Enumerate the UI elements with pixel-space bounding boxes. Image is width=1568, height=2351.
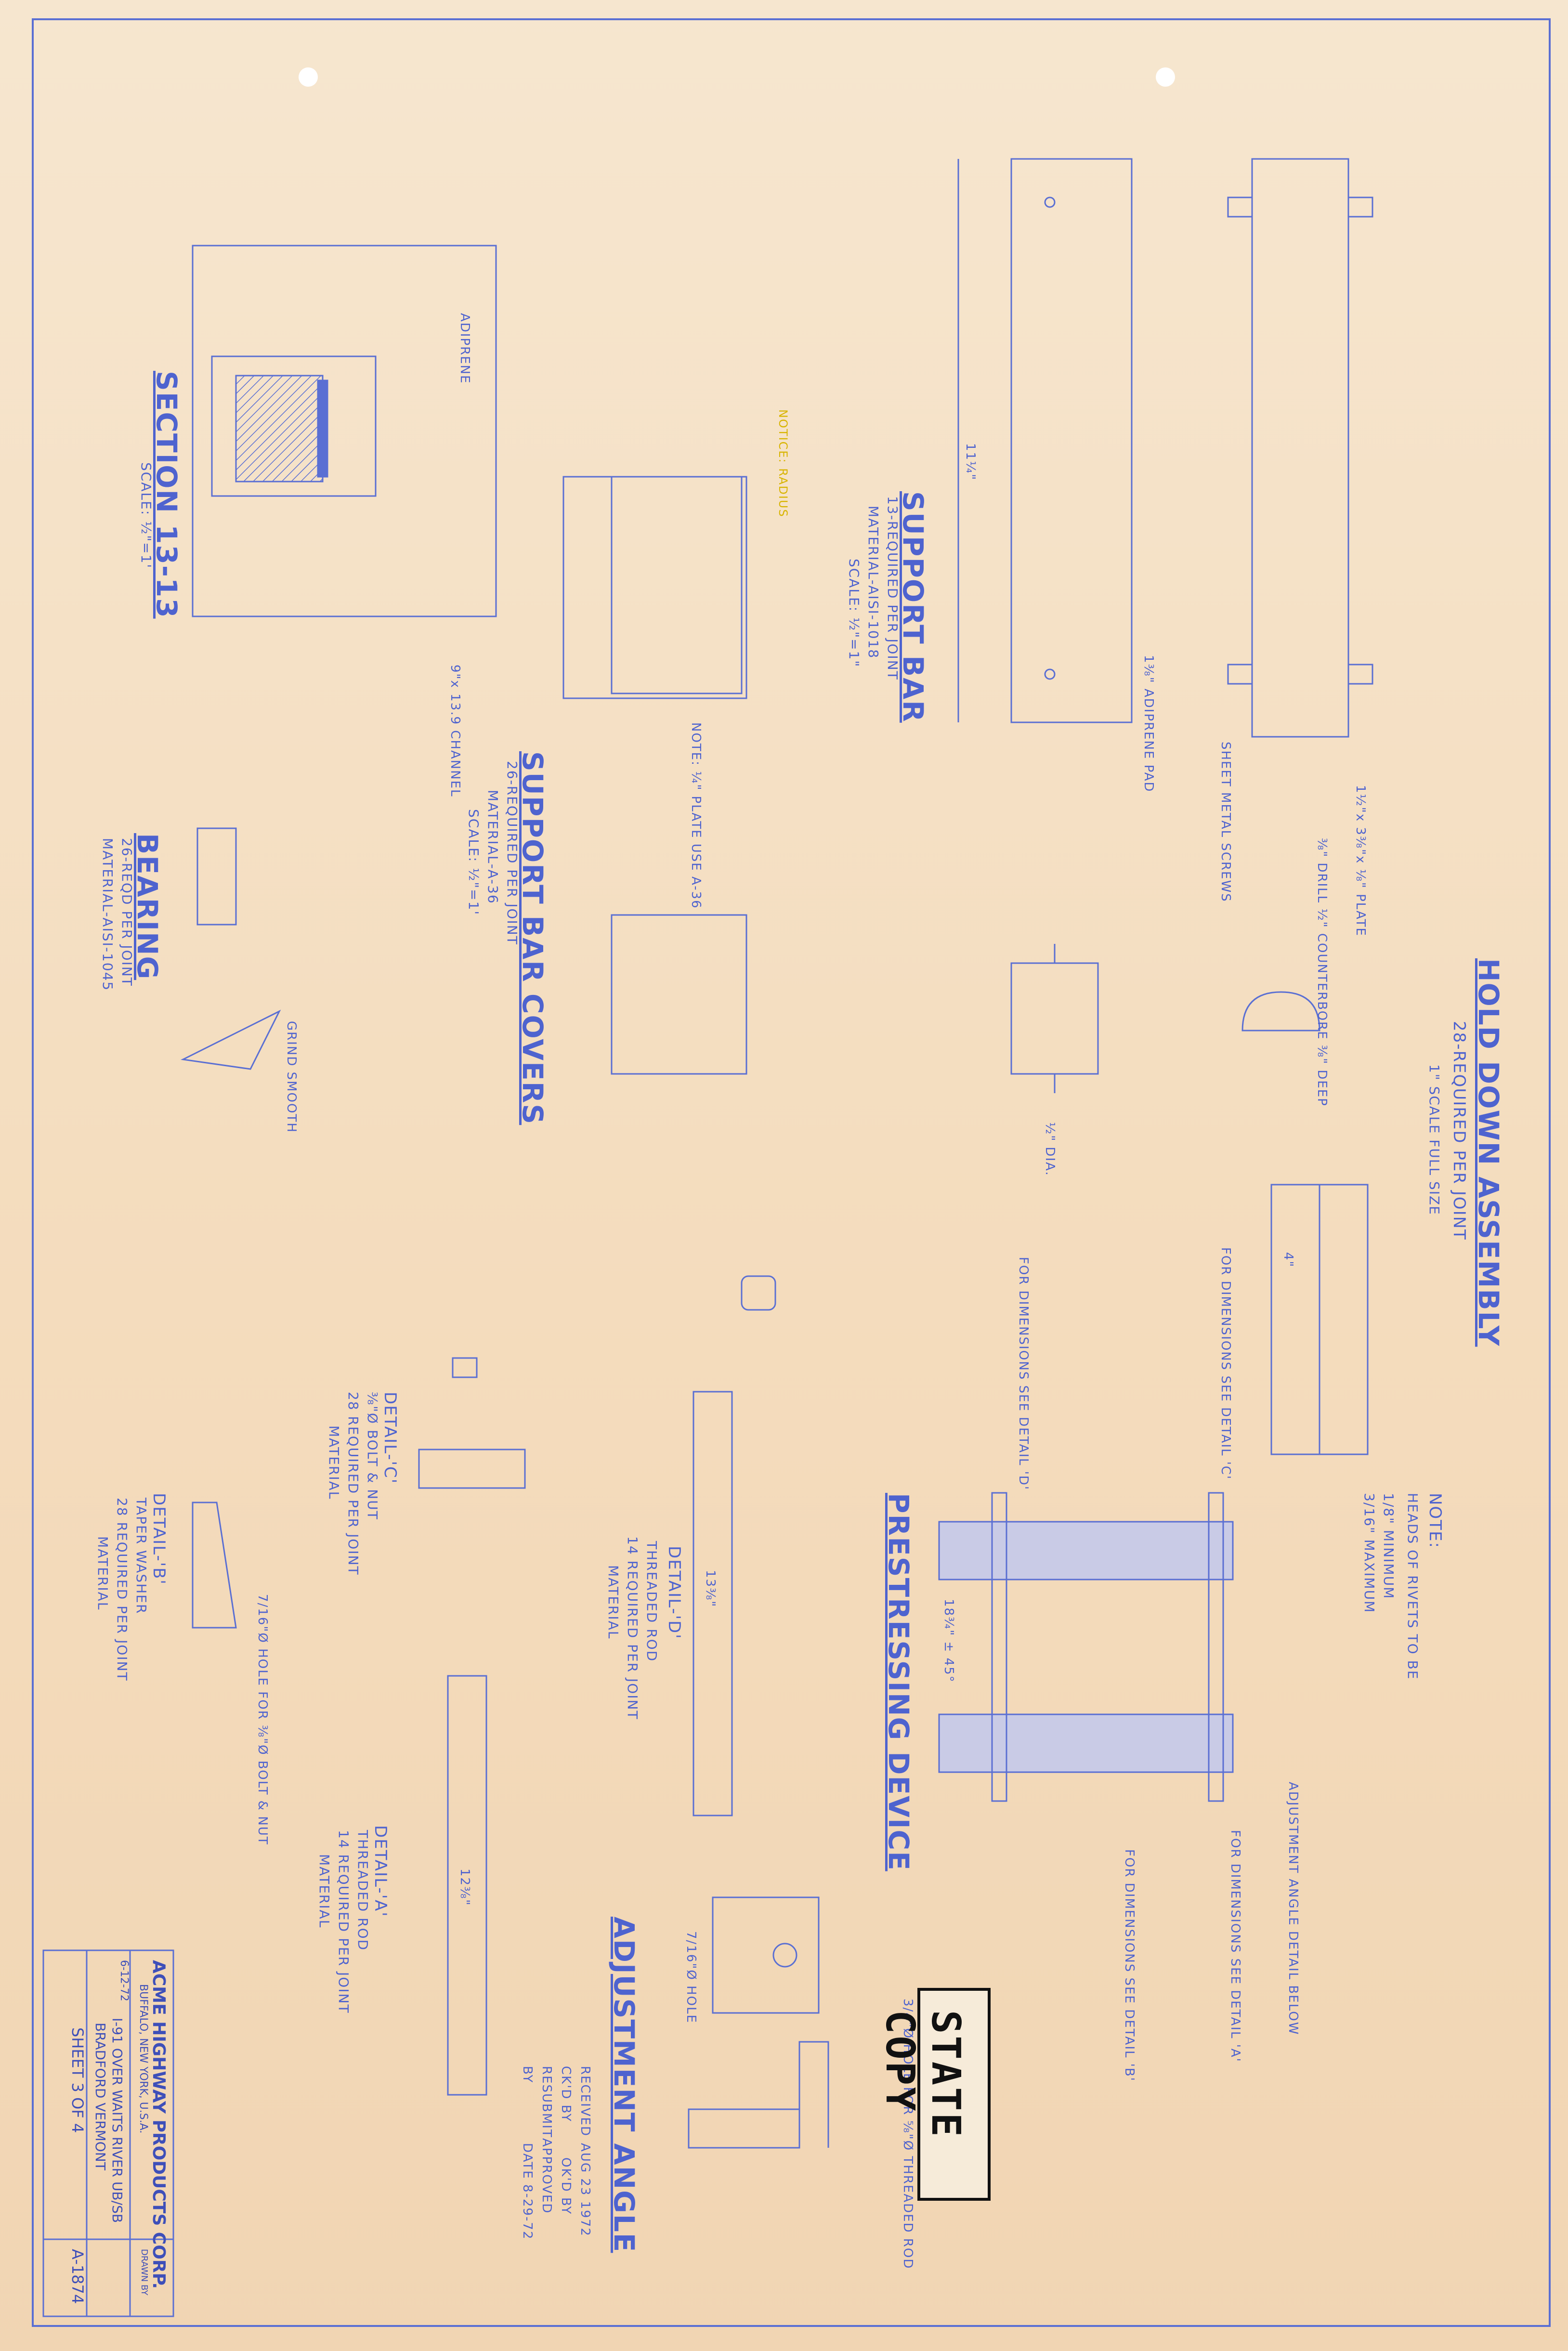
angle-title: ADJUSTMENT ANGLE <box>608 1917 640 2253</box>
detail-d-required: 14 REQUIRED PER JOINT <box>625 1536 640 1720</box>
detail-b-sub: TAPER WASHER <box>133 1498 149 1615</box>
detail-d-sub: THREADED ROD <box>644 1541 660 1662</box>
screws-label: SHEET METAL SCREWS <box>1218 742 1233 902</box>
angle-bottom <box>938 1713 1234 1773</box>
received-label: RECEIVED <box>578 2066 592 2137</box>
detail-d-len: 13⅜" <box>703 1570 718 1608</box>
resubmit-label: RESUBMIT <box>539 2066 554 2138</box>
detail-c-title: DETAIL-'C' <box>380 1392 400 1485</box>
bar-length: 11¼" <box>963 443 978 481</box>
state-copy-stamp: STATE COPY <box>877 1988 991 2201</box>
support-bar-title: SUPPORT BAR <box>897 491 929 723</box>
section-13-13 <box>192 245 497 617</box>
prestressing-title: PRESTRESSING DEVICE <box>882 1493 915 1871</box>
company-name: ACME HIGHWAY PRODUCTS CORP. <box>149 1960 169 2289</box>
bearing-title: BEARING <box>131 833 164 980</box>
cover-end <box>611 914 747 1075</box>
okd-label: OK'D BY <box>559 2157 573 2215</box>
detail-c-required: 28 REQUIRED PER JOINT <box>345 1392 361 1576</box>
detail-d-material: MATERIAL <box>605 1565 621 1640</box>
angle-plate <box>712 1896 820 2014</box>
support-bar-required: 13-REQUIRED PER JOINT <box>885 496 901 680</box>
hold-down-plan <box>1251 158 1349 738</box>
support-bar-plan <box>1010 158 1133 723</box>
detail-b-required: 28 REQUIRED PER JOINT <box>114 1498 130 1682</box>
sheet-border <box>32 18 1551 2327</box>
detail-d-rod <box>693 1391 733 1816</box>
note-line-1: HEADS OF RIVETS TO BE <box>1405 1493 1421 1680</box>
detail-b-title: DETAIL-'B' <box>149 1493 169 1585</box>
approved-label: APPROVED <box>539 2138 554 2214</box>
covers-note: NOTE: ¼" PLATE USE A-36 <box>689 722 703 909</box>
detail-a-len: 12⅜" <box>457 1868 472 1907</box>
received-date: AUG 23 1972 <box>578 2143 592 2237</box>
bearing-required: 26-REQD PER JOINT <box>119 838 135 987</box>
see-detail-d: FOR DIMENSIONS SEE DETAIL 'D' <box>1016 1257 1031 1491</box>
channel-label: 9"x 13.9 CHANNEL <box>448 665 462 797</box>
prestress-span: 18¾" ± 45° <box>941 1599 956 1683</box>
yellow-note: NOTICE: RADIUS <box>776 409 790 518</box>
section-title: SECTION 13-13 <box>150 371 183 619</box>
covers-required: 26-REQUIRED PER JOINT <box>504 761 520 945</box>
covers-material: MATERIAL-A-36 <box>485 790 501 904</box>
section-scale: SCALE: ½"=1' <box>138 462 154 569</box>
hold-down-title: HOLD DOWN ASSEMBLY <box>1472 958 1505 1347</box>
job-title: I-91 OVER WAITS RIVER UB/SB <box>109 2018 125 2223</box>
company-address: BUFFALO, NEW YORK, U.S.A. <box>137 1984 149 2134</box>
detail-c-material: MATERIAL <box>326 1425 342 1500</box>
drawing-date: 6-12-72 <box>118 1960 130 2001</box>
by-label: BY <box>520 2066 535 2084</box>
hold-down-scale: 1" SCALE FULL SIZE <box>1426 1064 1442 1215</box>
detail-a-material: MATERIAL <box>316 1854 332 1929</box>
covers-title: SUPPORT BAR COVERS <box>516 751 549 1125</box>
angle-hole-1: 7/16"Ø HOLE <box>684 1931 698 2024</box>
ckd-label: CK'D BY <box>559 2066 573 2122</box>
plate-label: 1½"x 3⅜"x ⅛" PLATE <box>1353 785 1368 937</box>
note-line-2: 1/8" MINIMUM <box>1381 1493 1397 1600</box>
grind-label: GRIND SMOOTH <box>284 1021 299 1133</box>
drawing-number: A-1874 <box>68 2249 87 2304</box>
angle-top <box>938 1521 1234 1580</box>
support-bar-material: MATERIAL-AISI-1018 <box>865 506 881 659</box>
see-detail-b: FOR DIMENSIONS SEE DETAIL 'B' <box>1122 1849 1137 2082</box>
cover-side <box>562 476 747 699</box>
detail-b-material: MATERIAL <box>95 1536 111 1611</box>
detail-c-sub: ⅜"Ø BOLT & NUT <box>365 1392 380 1520</box>
see-detail-a: FOR DIMENSIONS SEE DETAIL 'A' <box>1228 1830 1242 2063</box>
adjustment-note: ADJUSTMENT ANGLE DETAIL BELOW <box>1286 1782 1300 2036</box>
covers-scale: SCALE: ½"=1' <box>466 809 482 916</box>
support-bar-scale: SCALE: ½"=1" <box>846 559 862 668</box>
detail-b-hole: 7/16"Ø HOLE FOR ⅜"Ø BOLT & NUT <box>255 1594 270 1845</box>
note-line-3: 3/16" MAXIMUM <box>1361 1493 1377 1614</box>
detail-a-sub: THREADED ROD <box>355 1830 371 1951</box>
title-block <box>42 1949 174 2317</box>
detail-a-rod <box>447 1675 487 2096</box>
adiprene-pad: 1⅜" ADIPRENE PAD <box>1141 655 1156 793</box>
punch-hole <box>1156 67 1175 87</box>
section-adiprene: ADIPRENE <box>457 313 472 384</box>
bearing-block <box>196 827 237 926</box>
detail-a-title: DETAIL-'A' <box>371 1825 390 1918</box>
sheet-label: SHEET 3 OF 4 <box>68 2027 87 2133</box>
bar-dia: ½" DIA. <box>1043 1122 1057 1176</box>
detail-c-bolt <box>418 1449 526 1489</box>
drawn-by: DRAWN BY <box>139 2249 149 2296</box>
hold-down-required: 28-REQUIRED PER JOINT <box>1450 1021 1469 1241</box>
bearing-material: MATERIAL-AISI-1045 <box>100 838 116 992</box>
detail-d-title: DETAIL-'D' <box>665 1546 684 1640</box>
see-detail-c: FOR DIMENSIONS SEE DETAIL 'C' <box>1218 1247 1233 1480</box>
detail-b-washer <box>192 1502 237 1629</box>
date2-label: DATE 8-29-72 <box>520 2143 535 2240</box>
detail-a-required: 14 REQUIRED PER JOINT <box>336 1830 352 2014</box>
job-place: BRADFORD VERMONT <box>92 2023 108 2170</box>
note-title: NOTE: <box>1425 1493 1445 1549</box>
punch-hole <box>299 67 318 87</box>
drill-label: ⅜" DRILL ½" COUNTERBORE ⅜" DEEP <box>1315 838 1329 1107</box>
hold-down-dim-4: 4" <box>1281 1252 1295 1268</box>
support-bar-end <box>1010 962 1099 1075</box>
